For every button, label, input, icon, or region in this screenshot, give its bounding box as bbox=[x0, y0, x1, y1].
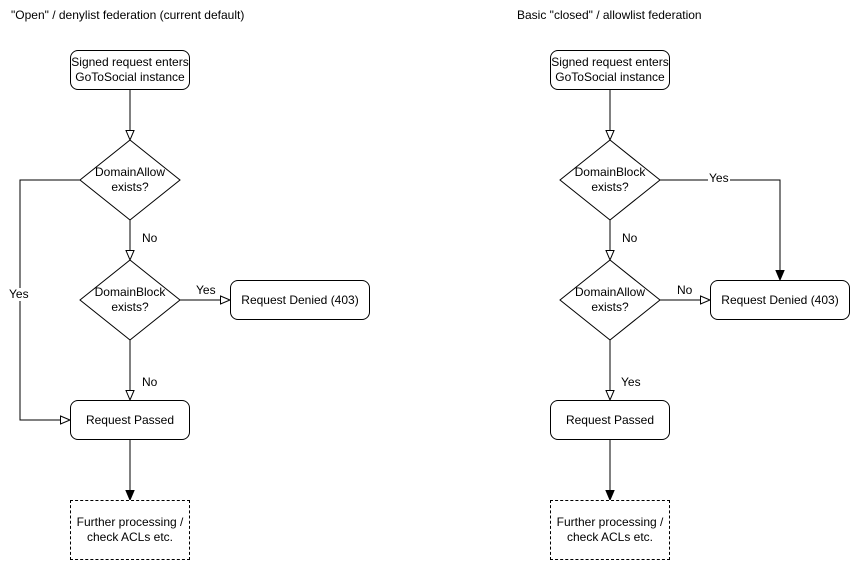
left-decision1-label: DomainAllow exists? bbox=[94, 165, 166, 194]
left-label-decision1-no: No bbox=[142, 231, 158, 245]
right-label-decision1-yes: Yes bbox=[708, 171, 730, 185]
right-chart-title: Basic "closed" / allowlist federation bbox=[517, 8, 702, 22]
left-decision2-diamond bbox=[79, 259, 181, 341]
left-further-node: Further processing / check ACLs etc. bbox=[70, 500, 190, 560]
right-start-node: Signed request enters GoToSocial instanc… bbox=[550, 50, 670, 90]
right-label-decision1-no: No bbox=[622, 231, 638, 245]
right-edge-decision1-yes-to-denied bbox=[660, 179, 785, 282]
left-label-decision2-yes: Yes bbox=[196, 283, 216, 297]
left-decision2-label: DomainBlock exists? bbox=[94, 285, 166, 314]
right-decision1-diamond bbox=[559, 139, 661, 221]
left-chart-title: "Open" / denylist federation (current de… bbox=[11, 8, 245, 22]
left-start-node: Signed request enters GoToSocial instanc… bbox=[70, 50, 190, 90]
right-passed-node: Request Passed bbox=[550, 400, 670, 440]
right-label-decision2-no: No bbox=[677, 283, 693, 297]
left-passed-node: Request Passed bbox=[70, 400, 190, 440]
right-decision2-label: DomainAllow exists? bbox=[574, 285, 646, 314]
right-decision2-diamond bbox=[559, 259, 661, 341]
left-decision1-diamond bbox=[79, 139, 181, 221]
right-denied-node: Request Denied (403) bbox=[710, 280, 850, 320]
right-decision1-label: DomainBlock exists? bbox=[574, 165, 646, 194]
left-denied-node: Request Denied (403) bbox=[230, 280, 370, 320]
left-label-decision2-no: No bbox=[142, 375, 158, 389]
right-further-node: Further processing / check ACLs etc. bbox=[550, 500, 670, 560]
left-label-decision1-yes: Yes bbox=[8, 287, 30, 301]
right-label-decision2-yes: Yes bbox=[621, 375, 641, 389]
